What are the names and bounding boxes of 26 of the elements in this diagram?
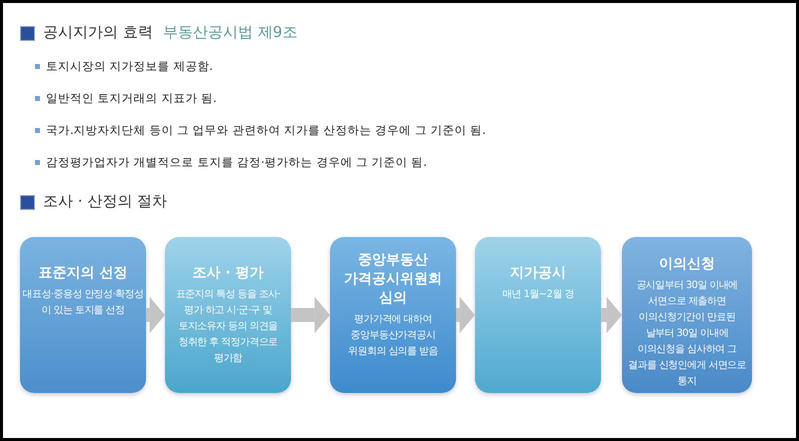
arrow xyxy=(291,296,330,334)
process-box xyxy=(330,237,456,393)
arrow xyxy=(601,296,622,334)
section-heading: 공시지가의 효력 xyxy=(43,23,153,42)
step-title: 조사 · 평가 xyxy=(191,264,265,283)
process-box xyxy=(20,237,146,393)
law-reference: 부동산공시법 제9조 xyxy=(163,23,298,42)
step-description: 공시일부터 30일 이내에 서면으로 제출하면 이의신청기간이 만료된 날부터 30일 이내에 이의신청을 심사하여 그 결과를 신청인에게 서면으로 통지 xyxy=(627,279,747,389)
bullet-text: 감정평가업자가 개별적으로 토지를 감정·평가하는 경우에 그 기준이 됨. xyxy=(46,155,427,170)
step-title: 중앙부동산 가격공시위원회 심의 xyxy=(343,251,443,308)
step-description: 매년 1월~2월 경 xyxy=(501,288,575,302)
bullet-text: 일반적인 토지거래의 지표가 됨. xyxy=(46,91,217,106)
step-title: 지가공시 xyxy=(509,264,567,283)
bullet-text: 국가.지방자치단체 등이 그 업무와 관련하여 지가를 산정하는 경우에 그 기준이 됨. xyxy=(46,123,486,138)
step-description: 평가가격에 대하여 중앙부동산가격공시 위원회의 심의를 받음 xyxy=(347,313,439,359)
step-description: 대표성·중용성 안정성·확정성 이 있는 토지를 선정 xyxy=(22,288,144,318)
arrow xyxy=(146,296,165,334)
step-title: 표준지의 선정 xyxy=(38,264,128,283)
process-box xyxy=(622,237,752,393)
step-title: 이의신청 xyxy=(658,255,716,274)
step-description: 표준지의 특성 등을 조사·평가 하고 시·군·구 및 토지소유자 등의 의견을 청취한 후 적정가격으로 평가함 xyxy=(174,288,282,366)
process-box xyxy=(165,237,291,393)
bullet-text: 토지시장의 지가정보를 제공함. xyxy=(46,59,213,74)
process-box xyxy=(475,237,601,393)
section-heading: 조사 · 산정의 절차 xyxy=(43,192,168,211)
arrow xyxy=(456,296,475,334)
